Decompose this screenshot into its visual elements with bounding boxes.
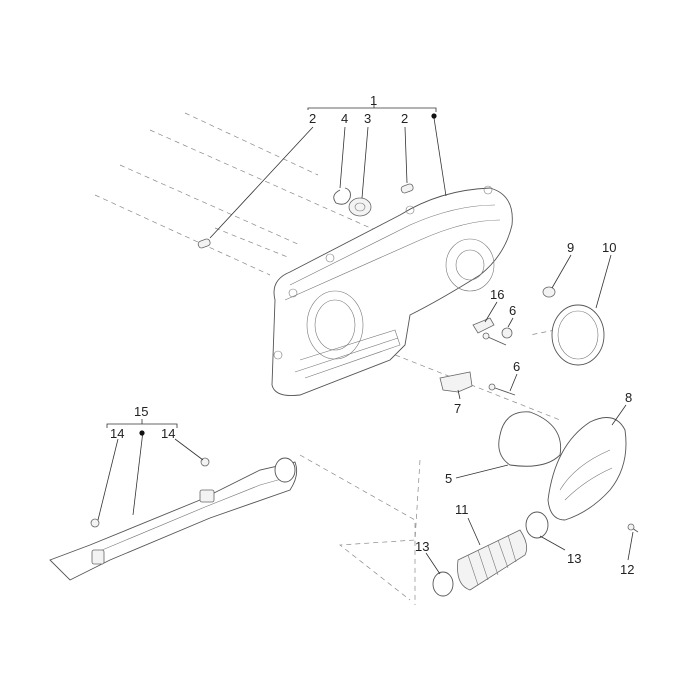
crankcase-cover (271, 185, 513, 396)
circlip-part-4 (333, 187, 351, 205)
bearing-part-3 (348, 197, 372, 217)
callout-2b: 2 (401, 111, 408, 126)
callout-5: 5 (445, 471, 452, 486)
air-duct-part-15 (49, 457, 298, 581)
callout-3: 3 (364, 111, 371, 126)
callout-6b: 6 (513, 359, 520, 374)
cap-part-10 (551, 304, 605, 366)
callout-14b: 14 (161, 426, 175, 441)
callout-13b: 13 (567, 551, 581, 566)
callout-4: 4 (341, 111, 348, 126)
bracket-part-16 (472, 317, 495, 334)
callout-2a: 2 (309, 111, 316, 126)
callout-14a: 14 (110, 426, 124, 441)
nut-part-9 (542, 286, 556, 298)
clamp-part-13b (525, 511, 549, 539)
callout-11: 11 (455, 502, 469, 517)
screw-part-16-bolt (482, 332, 507, 346)
callout-12: 12 (620, 562, 634, 577)
callout-6a: 6 (509, 303, 516, 318)
bellows-duct-part-11 (457, 529, 528, 591)
bushing-part-6a (501, 327, 513, 339)
gasket-part-5 (498, 411, 562, 467)
callout-13a: 13 (415, 539, 429, 554)
dowel-pin-part-2a (197, 238, 211, 249)
callout-16: 16 (490, 287, 504, 302)
callout-8: 8 (625, 390, 632, 405)
callout-1: 1 (370, 93, 377, 108)
leader-lines (97, 101, 634, 575)
screw-part-6b (488, 383, 516, 396)
clamp-part-13a (432, 571, 454, 597)
callout-9: 9 (567, 240, 574, 255)
clip-part-14a (90, 518, 100, 528)
callout-10: 10 (602, 240, 616, 255)
dowel-pin-part-2b (400, 183, 414, 194)
screw-part-12 (627, 523, 639, 533)
bracket-part-7 (439, 371, 473, 393)
callout-7: 7 (454, 401, 461, 416)
air-filter-cover-part-8 (547, 417, 627, 521)
callout-15: 15 (134, 404, 148, 419)
